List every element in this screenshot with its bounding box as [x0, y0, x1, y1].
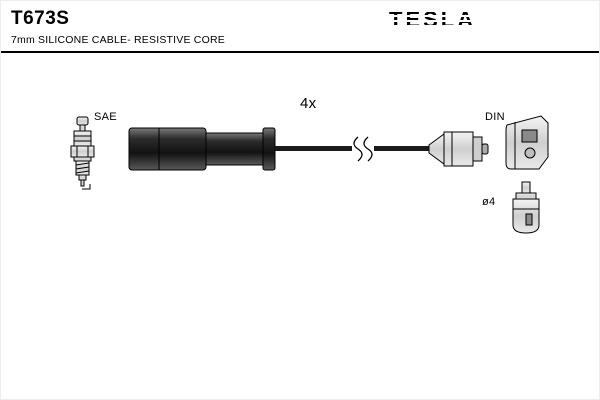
din-connector-drawing: [505, 115, 549, 170]
header-divider: [1, 51, 599, 53]
spark-plug-drawing: [70, 116, 95, 190]
cable-line-drawing: [275, 136, 429, 162]
cable-boot-drawing: [128, 127, 276, 171]
cable-terminal-drawing: [428, 131, 489, 167]
sae-label: SAE: [94, 111, 117, 123]
part-description: 7mm SILICONE CABLE- RESISTIVE CORE: [11, 34, 225, 46]
diameter-label: ø4: [482, 196, 496, 208]
part-number: T673S: [11, 8, 70, 29]
small-terminal-drawing: [512, 181, 540, 234]
din-label: DIN: [485, 111, 505, 123]
cable-break-symbol: [353, 136, 363, 162]
quantity-label: 4x: [300, 95, 317, 112]
